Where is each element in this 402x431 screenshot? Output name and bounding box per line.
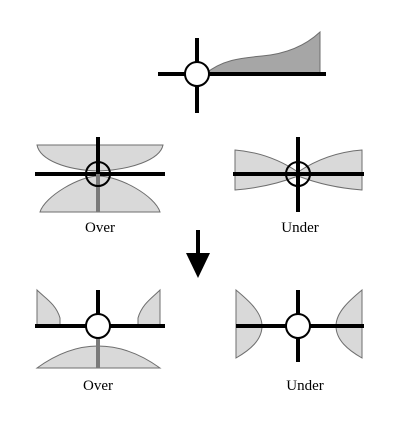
reference-area-fill	[203, 30, 321, 75]
label-under-bottom: Under	[286, 378, 324, 394]
upper-left-lobe	[36, 288, 61, 327]
node-circle	[85, 313, 111, 339]
label-under-top: Under	[281, 220, 319, 236]
node-circle	[85, 161, 111, 187]
down-arrow-icon	[186, 230, 210, 278]
panel-under-bottom	[235, 288, 364, 362]
label-over-bottom: Over	[83, 378, 113, 394]
panel-over-top	[35, 137, 165, 213]
reference-diagram	[158, 30, 326, 113]
upper-right-lobe	[137, 288, 161, 327]
label-over-top: Over	[85, 220, 115, 236]
node-circle	[285, 313, 311, 339]
panel-over-bottom	[35, 288, 165, 369]
panel-under-top	[233, 137, 364, 212]
bowtie-shape	[234, 149, 363, 191]
reference-node-circle	[184, 61, 210, 87]
node-circle	[285, 161, 311, 187]
